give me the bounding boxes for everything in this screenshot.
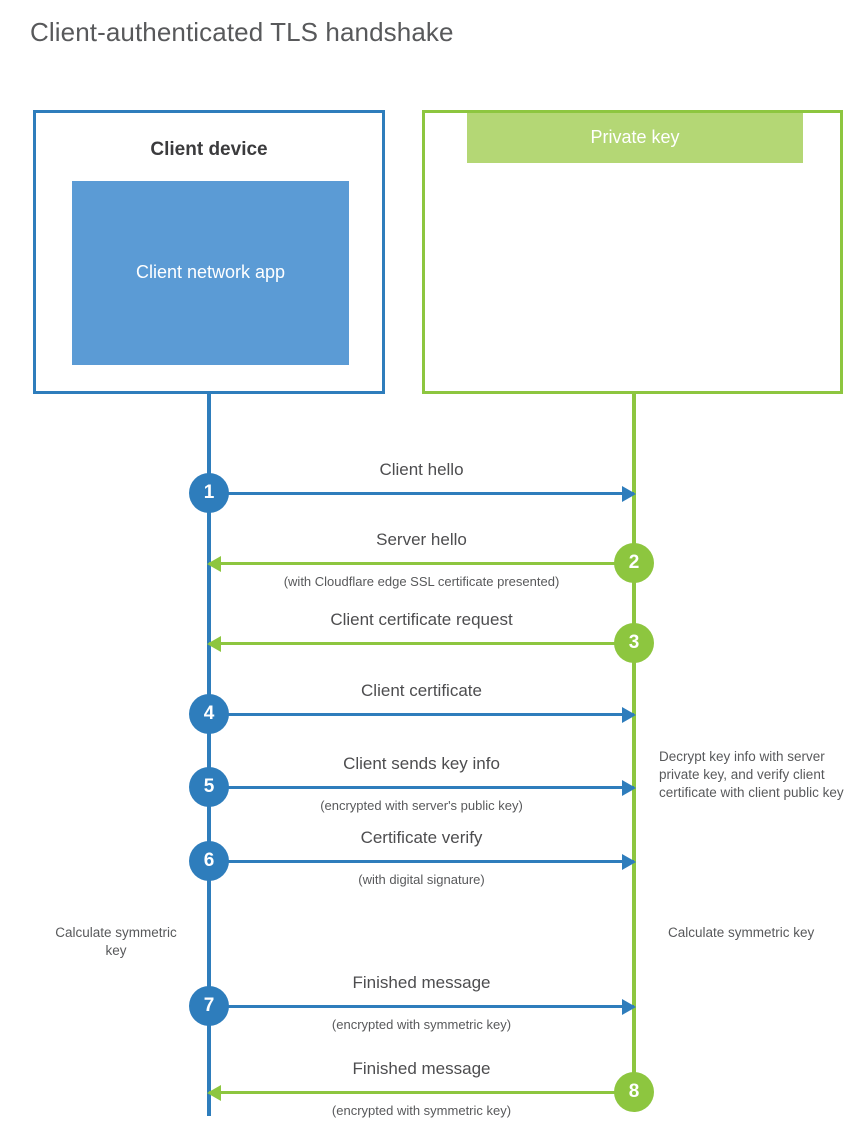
step-label-4: Client certificate — [361, 681, 482, 700]
arrow-line-8 — [209, 1091, 634, 1094]
page-title: Client-authenticated TLS handshake — [30, 17, 454, 47]
step-label-5: Client sends key info — [343, 754, 500, 773]
step-badge-2: 2 — [614, 543, 654, 583]
note-calculate-symmetric-key-server: Calculate symmetric key — [668, 925, 815, 940]
arrow-head-right-icon-4 — [622, 707, 636, 723]
step-sublabel-5: (encrypted with server's public key) — [320, 798, 523, 813]
arrow-head-left-icon-8 — [207, 1085, 221, 1101]
note-calculate-symmetric-key-client: Calculate symmetric key — [55, 925, 177, 959]
step-sublabel-2: (with Cloudflare edge SSL certificate pr… — [283, 574, 560, 589]
step-badge-6: 6 — [189, 841, 229, 881]
actor-title-client: Client device — [150, 139, 268, 160]
arrow-line-3 — [209, 642, 634, 645]
arrow-head-right-icon-1 — [622, 486, 636, 502]
arrow-line-4 — [209, 713, 634, 716]
step-badge-1: 1 — [189, 473, 229, 513]
step-label-2: Server hello — [376, 530, 467, 549]
step-label-6: Certificate verify — [360, 828, 483, 847]
private-key-block: Private key — [467, 113, 803, 163]
actor-box-client: Client device Client network app — [33, 110, 385, 394]
step-label-1: Client hello — [379, 460, 464, 479]
client-network-app-block: Client network app — [72, 181, 349, 365]
step-label-8: Finished message — [352, 1059, 491, 1078]
arrow-line-7 — [209, 1005, 634, 1008]
step-badge-3: 3 — [614, 623, 654, 663]
step-sublabel-7: (encrypted with symmetric key) — [331, 1017, 512, 1032]
arrow-head-left-icon-2 — [207, 556, 221, 572]
arrow-head-right-icon-5 — [622, 780, 636, 796]
step-badge-7: 7 — [189, 986, 229, 1026]
actor-box-server: Secure session server Secure session mod… — [422, 110, 843, 394]
arrow-line-2 — [209, 562, 634, 565]
step-sublabel-8: (encrypted with symmetric key) — [331, 1103, 512, 1118]
lifeline-server — [632, 394, 636, 1092]
arrow-line-1 — [209, 492, 634, 495]
step-badge-8: 8 — [614, 1072, 654, 1112]
arrow-head-right-icon-7 — [622, 999, 636, 1015]
step-label-7: Finished message — [352, 973, 491, 992]
arrow-line-6 — [209, 860, 634, 863]
lifeline-client — [207, 394, 211, 1116]
arrow-head-left-icon-3 — [207, 636, 221, 652]
step-sublabel-6: (with digital signature) — [358, 872, 485, 887]
step-label-3: Client certificate request — [330, 610, 513, 629]
arrow-line-5 — [209, 786, 634, 789]
arrow-head-right-icon-6 — [622, 854, 636, 870]
note-decrypt-key-info: Decrypt key info with server private key… — [659, 749, 844, 801]
step-badge-5: 5 — [189, 767, 229, 807]
step-badge-4: 4 — [189, 694, 229, 734]
